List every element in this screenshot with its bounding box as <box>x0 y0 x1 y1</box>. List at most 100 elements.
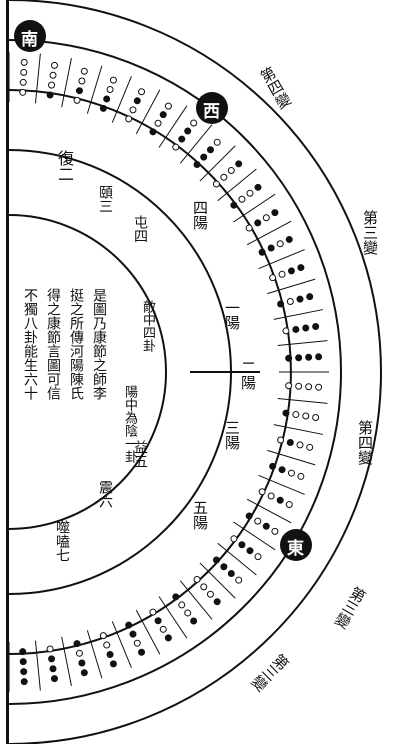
solid-dot <box>80 669 88 677</box>
solid-dot <box>286 438 294 446</box>
radial-line <box>179 580 213 620</box>
hollow-dot <box>262 214 270 222</box>
radial-line <box>273 309 323 320</box>
radial-line <box>86 630 103 679</box>
hollow-dot <box>129 106 137 114</box>
hollow-dot <box>103 641 111 649</box>
hollow-dot <box>271 527 279 535</box>
solid-dot <box>193 161 201 169</box>
solid-dot <box>184 127 192 135</box>
hollow-dot <box>75 649 83 657</box>
solid-dot <box>238 541 246 549</box>
solid-dot <box>164 634 172 642</box>
solid-dot <box>109 660 117 668</box>
radial-line <box>158 596 188 639</box>
center-line-1: 是圖乃康節之師李 <box>91 288 107 400</box>
hollow-dot <box>238 195 246 203</box>
hollow-dot <box>19 88 27 96</box>
hollow-dot <box>200 583 208 591</box>
hollow-dot <box>297 472 305 480</box>
radial-label-5: 五陽 <box>191 500 209 530</box>
inner-label-4: 益五 <box>132 440 148 468</box>
hollow-dot <box>285 382 293 390</box>
solid-dot <box>305 353 313 361</box>
hollow-dot <box>154 119 162 127</box>
radial-label-4: 四陽 <box>191 200 209 230</box>
seal-east <box>280 529 312 561</box>
radial-line <box>267 449 316 466</box>
hollow-dot <box>269 274 277 282</box>
solid-dot <box>285 354 293 362</box>
solid-dot <box>19 648 27 656</box>
solid-dot <box>190 617 198 625</box>
dot-bands <box>19 58 323 686</box>
solid-dot <box>227 569 235 577</box>
solid-dot <box>292 325 300 333</box>
solid-dot <box>73 640 81 648</box>
radial-line <box>277 397 328 404</box>
solid-dot <box>48 655 56 663</box>
hollow-dot <box>48 81 56 89</box>
hollow-dot <box>302 412 310 420</box>
solid-dot <box>99 104 107 112</box>
radial-line <box>267 278 316 295</box>
solid-dot <box>235 160 243 168</box>
solid-dot <box>129 630 137 638</box>
solid-dot <box>220 563 228 571</box>
hollow-dot <box>106 86 114 94</box>
inner-ring <box>8 214 167 530</box>
seal-south-label: 南 <box>21 30 38 50</box>
outer-ring-2 <box>8 39 342 705</box>
radial-line <box>111 76 132 123</box>
solid-dot <box>49 665 57 673</box>
solid-dot <box>297 264 305 272</box>
center-line-2: 挺之所傳河陽陳氏 <box>68 288 84 400</box>
left-border <box>6 0 9 744</box>
hollow-dot <box>46 645 54 653</box>
hollow-dot <box>159 625 167 633</box>
solid-dot <box>278 466 286 474</box>
solid-dot <box>46 91 54 99</box>
radial-line <box>34 640 41 691</box>
hollow-dot <box>306 443 314 451</box>
outer-label-mid-right: 第四變 <box>356 420 374 465</box>
radial-line <box>258 474 305 495</box>
hollow-dot <box>149 608 157 616</box>
hollow-dot <box>277 436 285 444</box>
solid-dot <box>271 209 279 217</box>
radial-line <box>61 58 72 108</box>
hollow-dot <box>254 553 262 561</box>
hollow-dot <box>109 76 117 84</box>
radial-lines <box>8 52 329 692</box>
solid-dot <box>213 598 221 606</box>
radial-line <box>179 124 213 164</box>
solid-dot <box>306 293 314 301</box>
solid-dot <box>106 650 114 658</box>
inner-label-2: 頤三 <box>97 185 113 213</box>
hollow-dot <box>227 167 235 175</box>
hollow-dot <box>285 501 293 509</box>
solid-dot <box>277 300 285 308</box>
hollow-dot <box>50 61 58 69</box>
solid-dot <box>178 135 186 143</box>
inner-label-6: 噬嗑七 <box>54 520 70 562</box>
solid-dot <box>75 87 83 95</box>
solid-dot <box>125 621 133 629</box>
solid-dot <box>258 248 266 256</box>
solid-dot <box>296 295 304 303</box>
hollow-dot <box>78 77 86 85</box>
hollow-dot <box>99 632 107 640</box>
solid-dot <box>103 95 111 103</box>
hollow-dot <box>295 382 303 390</box>
radial-line <box>34 53 41 104</box>
solid-dot <box>254 183 262 191</box>
center-text: 是圖乃康節之師李 挺之所傳河陽陳氏 得之康節言圖可信 不獨八卦能生六十 <box>20 288 109 458</box>
hollow-dot <box>20 58 28 66</box>
solid-dot <box>269 462 277 470</box>
outer-ring-1 <box>8 0 382 744</box>
radial-line <box>135 89 161 135</box>
solid-dot <box>285 235 293 243</box>
hollow-dot <box>246 189 254 197</box>
center-side-2: 陽中為陰一卦 <box>122 385 137 463</box>
